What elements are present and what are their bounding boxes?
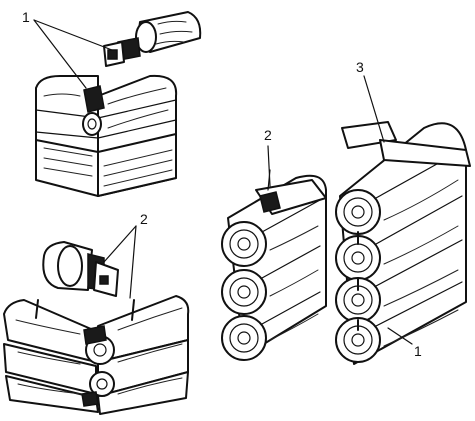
loose-log-with-tenon <box>42 241 119 297</box>
dowel-wall-block <box>3 295 190 415</box>
leader-line <box>363 75 385 143</box>
callout-label: 1 <box>414 343 422 359</box>
callout-label: 3 <box>356 59 364 75</box>
callout-label: 1 <box>22 9 30 25</box>
leader-line <box>387 327 413 345</box>
leader-line <box>129 225 137 299</box>
leader-line <box>103 225 137 263</box>
callout-label: 2 <box>140 211 148 227</box>
corner-wall-block <box>35 74 178 197</box>
leader-line <box>267 145 271 187</box>
bottom-left-corner-assembly: 2 <box>3 211 190 415</box>
loose-log-piece <box>103 11 202 67</box>
top-left-corner-assembly: 1 <box>22 9 202 197</box>
dowel <box>35 299 39 319</box>
right-stacked-logs: 3 1 <box>335 59 471 365</box>
side-spline <box>379 139 471 167</box>
dowel <box>131 299 135 321</box>
leader-line <box>33 19 113 51</box>
middle-stacked-logs: 2 <box>221 127 327 361</box>
leader-line <box>33 19 87 89</box>
callout-label: 2 <box>264 127 272 143</box>
